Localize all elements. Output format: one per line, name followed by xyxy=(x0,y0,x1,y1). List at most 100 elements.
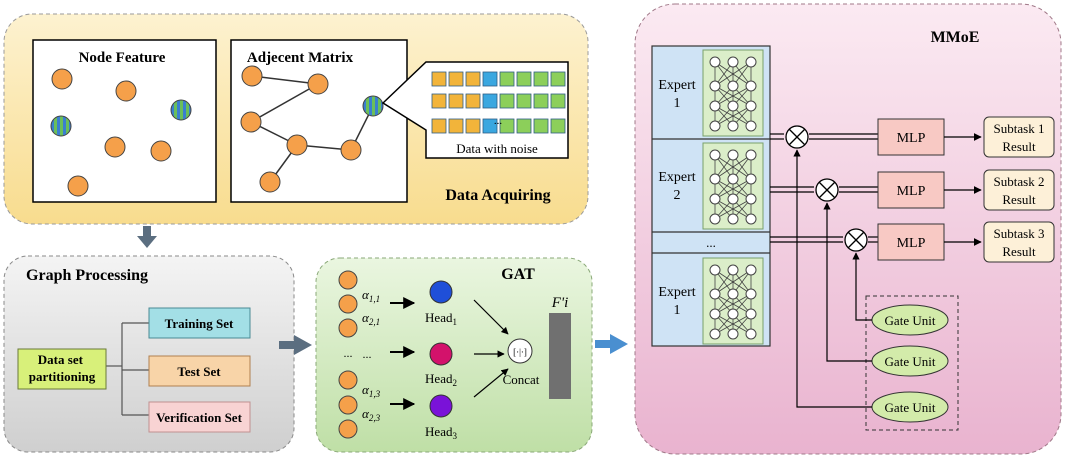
graph-node xyxy=(259,171,281,193)
noise-cell xyxy=(431,93,447,109)
gat-input-node xyxy=(338,318,358,338)
concat-node xyxy=(507,338,533,364)
net-edge xyxy=(714,293,752,315)
alpha-2-1-label: α2,1 xyxy=(362,310,380,327)
subtask-1-box xyxy=(983,116,1055,158)
mlp-label-1: MLP xyxy=(897,131,926,146)
noise-matrix xyxy=(431,71,566,134)
split-tree-lines xyxy=(106,322,149,416)
noise-cell xyxy=(448,71,464,87)
gat-input-node xyxy=(338,270,358,290)
feature-node xyxy=(104,136,126,158)
verification-set-label: Verification Set xyxy=(156,410,242,425)
down-arrow xyxy=(137,226,157,248)
net-neuron xyxy=(745,264,757,276)
net-neuron xyxy=(727,173,739,185)
noise-caption: Data with noise xyxy=(456,141,538,156)
graph-node xyxy=(286,134,308,156)
noise-cell xyxy=(431,118,447,134)
feature-node xyxy=(150,140,172,162)
gat-input-node xyxy=(338,395,358,415)
concat-symbol: [·|·] xyxy=(513,347,527,357)
noise-cell xyxy=(448,93,464,109)
gat-input-node xyxy=(338,419,358,439)
net-edge xyxy=(714,269,752,295)
alpha-1-3-label: α1,3 xyxy=(362,382,381,399)
net-neuron xyxy=(745,100,757,112)
noise-cell xyxy=(499,93,515,109)
multiplier-3 xyxy=(844,228,868,252)
feature-node xyxy=(115,80,137,102)
right-arrow-1 xyxy=(279,335,312,355)
verification-set-box xyxy=(148,401,251,433)
node-feature-title: Node Feature xyxy=(79,50,166,66)
net-neuron xyxy=(745,149,757,161)
net-neuron xyxy=(709,328,721,340)
head-3-node xyxy=(429,394,453,418)
subtask-2-box xyxy=(983,169,1055,211)
noise-cell xyxy=(465,118,481,134)
head-1-label: Head1 xyxy=(425,310,457,327)
mlp-box-1 xyxy=(877,118,945,156)
net-neuron xyxy=(709,173,721,185)
partition-root-label: Data set partitioning xyxy=(29,352,96,384)
noise-cell xyxy=(516,71,532,87)
net-neuron xyxy=(727,213,739,225)
net-neuron xyxy=(709,288,721,300)
noise-cell xyxy=(482,71,498,87)
net-neuron xyxy=(745,288,757,300)
gate-3-line xyxy=(793,149,872,408)
net-neuron xyxy=(709,213,721,225)
net-edge xyxy=(714,85,752,107)
test-set-box xyxy=(148,355,251,387)
head-1-to-concat-arrow xyxy=(473,299,509,335)
gat-input-node xyxy=(338,370,358,390)
noisy-graph-node xyxy=(362,95,384,117)
alpha-1-1-label: α1,1 xyxy=(362,287,380,304)
adjacency-title: Adjecent Matrix xyxy=(247,50,354,66)
expert-ellipsis: ... xyxy=(706,235,716,250)
noisy-feature-node xyxy=(170,99,192,121)
noise-cell xyxy=(550,93,566,109)
noise-cell xyxy=(499,71,515,87)
alpha-ellipsis: ... xyxy=(363,347,372,361)
data-acquiring-title: Data Acquiring xyxy=(445,187,550,204)
net-edge xyxy=(714,178,752,200)
gate-unit-2-label: Gate Unit xyxy=(885,354,936,369)
training-set-label: Training Set xyxy=(165,316,234,331)
head-2-label: Head2 xyxy=(425,371,457,388)
net-neuron xyxy=(727,308,739,320)
mlp-box-2 xyxy=(877,171,945,209)
net-neuron xyxy=(745,80,757,92)
net-neuron xyxy=(709,120,721,132)
subtask-3-box xyxy=(983,221,1055,263)
net-neuron xyxy=(727,80,739,92)
concat-label: Concat xyxy=(503,372,540,387)
net-edge xyxy=(714,105,752,127)
gat-input-node xyxy=(338,294,358,314)
graph-node xyxy=(241,65,263,87)
net-neuron xyxy=(727,120,739,132)
gate-container xyxy=(865,295,959,431)
net-neuron xyxy=(745,120,757,132)
alpha-2-3-label: α2,3 xyxy=(362,406,381,423)
noise-cell xyxy=(533,71,549,87)
head-1-node xyxy=(429,280,453,304)
graph-node xyxy=(307,73,329,95)
net-edge xyxy=(714,313,752,335)
net-neuron xyxy=(745,328,757,340)
net-neuron xyxy=(727,328,739,340)
adjacency-box: Adjecent Matrix xyxy=(230,39,408,203)
gat-input-ellipsis: ... xyxy=(344,346,353,360)
noise-cell xyxy=(431,71,447,87)
data-acquiring-panel: Data Acquiring Node Feature Adjecent Mat… xyxy=(3,13,589,225)
net-edge xyxy=(714,154,752,180)
noise-cell xyxy=(516,118,532,134)
